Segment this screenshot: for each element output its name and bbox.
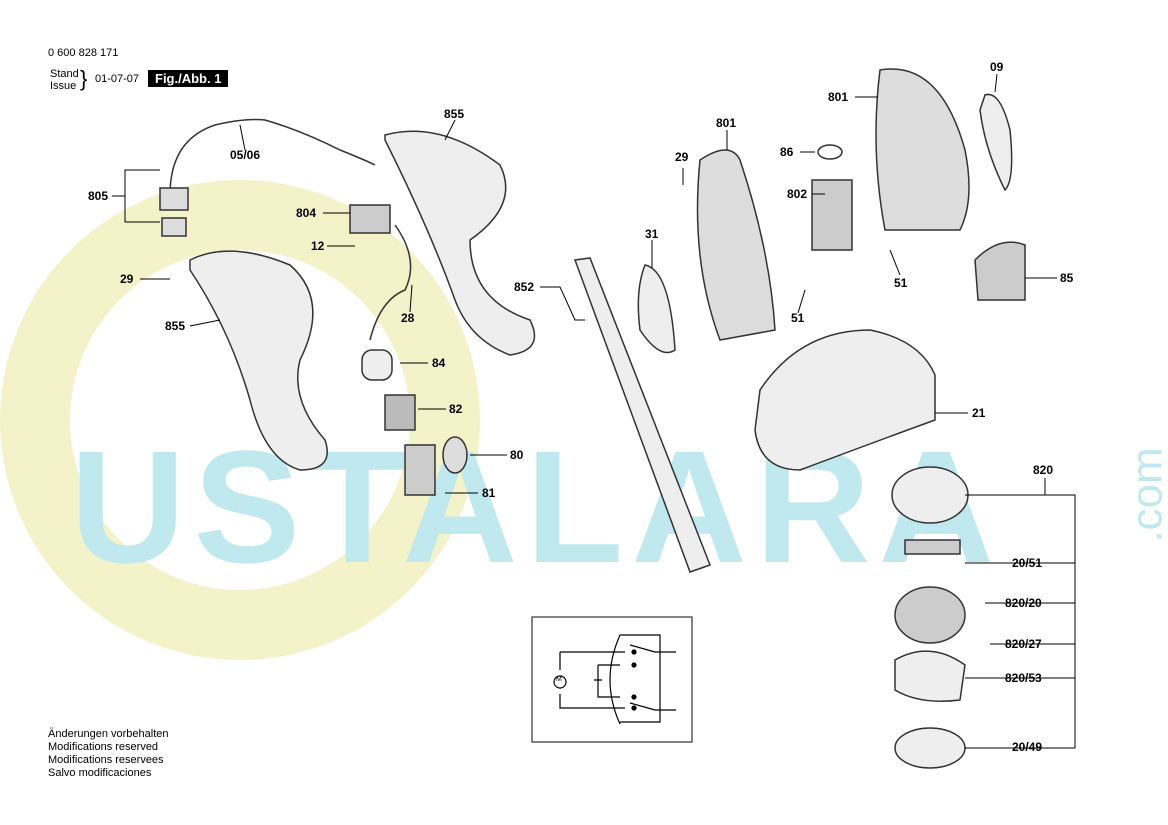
issue-label: Issue <box>50 80 77 92</box>
part-label: 801 <box>828 90 849 104</box>
part-label: 81 <box>482 486 496 500</box>
part-label: 29 <box>120 272 134 286</box>
handle-right <box>384 130 536 356</box>
part-label: 85 <box>1060 271 1074 285</box>
cable <box>169 118 376 196</box>
part-label: 855 <box>444 107 465 121</box>
brace: } <box>80 66 88 91</box>
part-label: 82 <box>449 402 463 416</box>
part-label: 852 <box>514 280 535 294</box>
part-label: 28 <box>401 311 415 325</box>
part-label: 820/53 <box>1005 671 1042 685</box>
part-label: 20/51 <box>1012 556 1043 570</box>
part-label: 804 <box>296 206 317 220</box>
part-label: 51 <box>894 276 908 290</box>
housing-top <box>875 68 970 231</box>
motor-symbol: M <box>556 676 562 683</box>
handle-left <box>189 250 328 471</box>
housing-801 <box>696 149 776 341</box>
part-label: 86 <box>780 145 794 159</box>
part-label: 12 <box>311 239 325 253</box>
footer-line: Modifications reservees <box>48 754 164 766</box>
part-label: 09 <box>990 60 1004 74</box>
part-label: 31 <box>645 227 659 241</box>
part-label: 855 <box>165 319 186 333</box>
part-label: 802 <box>787 187 808 201</box>
part-label: 84 <box>432 356 446 370</box>
part-label: 805 <box>88 189 109 203</box>
part-label: 20/49 <box>1012 740 1043 754</box>
part-label: 820 <box>1033 463 1054 477</box>
part-label: 29 <box>675 150 689 164</box>
tube <box>573 257 711 573</box>
part-label: 80 <box>510 448 524 462</box>
footer-line: Modifications reserved <box>48 741 159 753</box>
footer-line: Änderungen vorbehalten <box>48 728 169 740</box>
part-label: 05/06 <box>230 148 261 162</box>
plug <box>159 187 189 211</box>
doc-number: 0 600 828 171 <box>48 47 119 59</box>
issue-date: 01-07-07 <box>95 73 140 85</box>
part-label: 51 <box>791 311 805 325</box>
part-label: 21 <box>972 406 986 420</box>
guard <box>754 329 936 471</box>
part-label: 820/20 <box>1005 596 1042 610</box>
part-label: 820/27 <box>1005 637 1042 651</box>
figure-label: Fig./Abb. 1 <box>148 70 229 87</box>
part-label: 801 <box>716 116 737 130</box>
stand-label: Stand <box>50 68 79 80</box>
footer-line: Salvo modificaciones <box>48 767 152 779</box>
